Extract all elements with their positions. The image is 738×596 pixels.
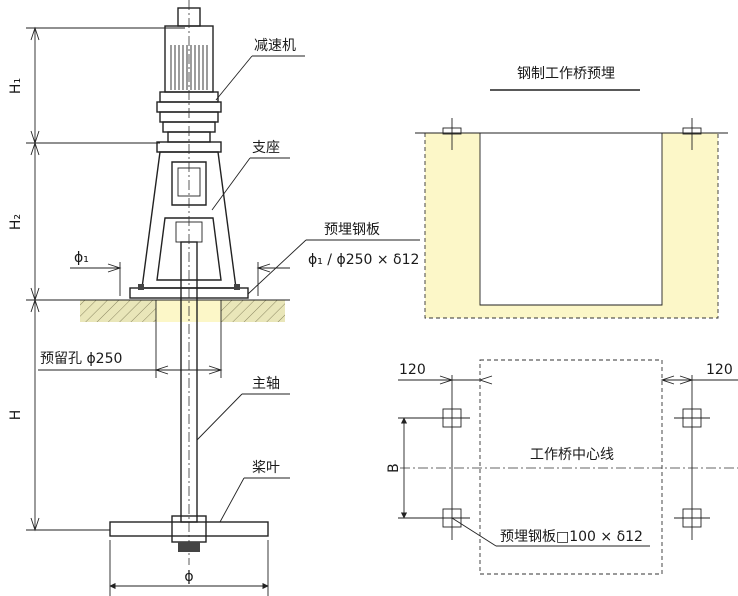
reserved-hole-fill — [156, 300, 221, 322]
paddle-blade — [109, 521, 269, 537]
dim-120-right-arrow-a — [660, 375, 675, 385]
plan-bridge-outline — [479, 359, 663, 575]
bridge-section-view: 钢制工作桥预埋 — [415, 66, 728, 319]
plate-leader — [247, 239, 307, 295]
dim-h2: H₂ — [8, 214, 24, 230]
anchor-bolt-left — [138, 284, 144, 290]
paddle-nut — [178, 542, 200, 552]
support-label: 支座 — [252, 140, 280, 156]
bridge-center-line-label: 工作桥中心线 — [530, 447, 614, 463]
support-upper-window — [171, 161, 207, 206]
dim-120-left: 120 — [399, 362, 426, 378]
bridge-outline-outer — [424, 133, 719, 319]
dim-b: B — [386, 463, 402, 473]
dim-120-left-arrow-a — [439, 375, 454, 385]
plan-plate-leader — [451, 517, 497, 547]
arrow-h1-top — [30, 26, 40, 41]
reducer-label: 减速机 — [254, 38, 296, 54]
dim-h1: H₁ — [8, 78, 24, 94]
dim-120-right-arrow-b — [679, 375, 694, 385]
hole-arrow-right — [208, 365, 223, 375]
embedded-plate-spec: ϕ₁ / ϕ250 × δ12 — [308, 252, 419, 268]
reserved-hole-label: 预留孔 ϕ250 — [40, 351, 122, 367]
motor-fins — [170, 45, 208, 90]
dim-phi: ϕ — [184, 569, 193, 585]
dim-h: H — [8, 410, 24, 421]
phi1-arrow-right — [256, 263, 271, 273]
bridge-outline-inner — [479, 133, 663, 306]
paddle — [109, 515, 269, 552]
support-lower-window — [156, 217, 222, 281]
dim-120-left-arrow-b — [478, 375, 493, 385]
paddle-label: 桨叶 — [252, 459, 280, 476]
support-leader — [211, 157, 251, 211]
embedded-plate-label: 预埋钢板 — [324, 222, 380, 238]
arrow-h2-top — [30, 141, 40, 156]
bridge-section-title: 钢制工作桥预埋 — [517, 66, 615, 82]
reducer-leader — [215, 55, 253, 101]
dim-phi1: ϕ₁ — [74, 250, 89, 266]
arrow-h-bottom — [30, 517, 40, 532]
dim-120-right: 120 — [706, 362, 733, 378]
plan-view: B 120 120 工作桥中心线 预埋钢板□100 × δ12 — [386, 359, 738, 575]
mixer-elevation: H₁ H₂ H — [8, 0, 420, 596]
plan-plate-spec: 预埋钢板□100 × δ12 — [500, 529, 643, 545]
arrow-h-top — [30, 298, 40, 313]
phi1-arrow-left — [107, 263, 122, 273]
shaft-leader — [196, 393, 243, 441]
bridge-concrete — [425, 133, 718, 318]
anchor-bolt-right — [234, 284, 240, 290]
hole-arrow-left — [154, 365, 169, 375]
paddle-leader — [219, 477, 245, 523]
main-shaft-label: 主轴 — [252, 376, 280, 392]
plan-plates — [434, 408, 710, 528]
